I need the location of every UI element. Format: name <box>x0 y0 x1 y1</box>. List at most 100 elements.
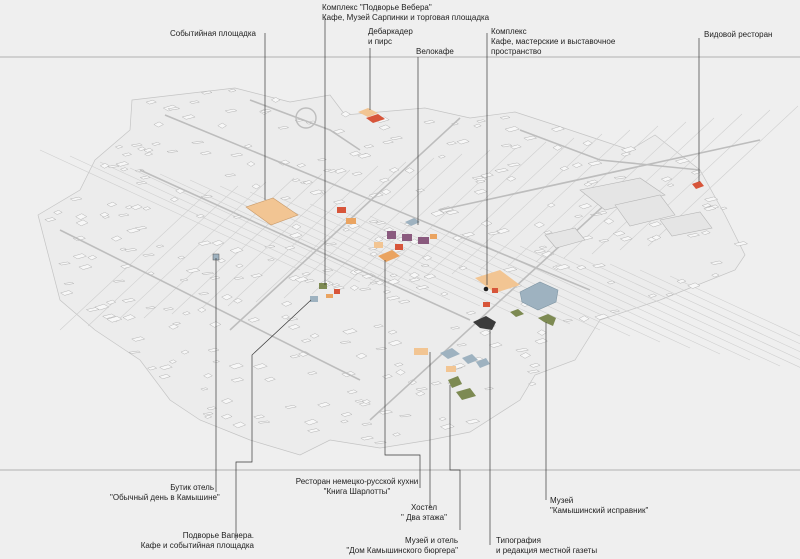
house <box>361 399 371 405</box>
poi-complex-1[interactable] <box>387 231 396 239</box>
poi-wagner-1[interactable] <box>310 296 318 302</box>
street-line <box>591 113 743 255</box>
house <box>75 219 89 227</box>
house <box>280 300 293 307</box>
house <box>475 179 486 184</box>
house <box>502 266 518 273</box>
house <box>75 213 88 220</box>
house <box>224 173 237 177</box>
main-roads <box>59 99 761 421</box>
house <box>351 171 363 176</box>
house <box>309 333 320 339</box>
house <box>445 209 460 215</box>
house <box>540 250 555 258</box>
house <box>388 167 400 173</box>
poi-bike[interactable] <box>405 218 420 226</box>
house <box>209 321 222 328</box>
label-pier-line1: Дебаркадер <box>368 27 413 36</box>
house <box>358 287 372 291</box>
poi-complex-3[interactable] <box>418 237 429 244</box>
house <box>591 263 607 269</box>
poi-dark-dot[interactable] <box>483 286 489 292</box>
poi-view-restaurant[interactable] <box>692 181 704 189</box>
label-wagner-line1: Подворье Вагнера. <box>182 531 254 540</box>
street-line <box>311 153 463 295</box>
poi-wagner-2[interactable] <box>319 283 327 289</box>
street-line <box>39 149 301 271</box>
house <box>500 143 513 148</box>
street-line <box>549 251 800 368</box>
house <box>294 276 309 283</box>
poi-event-area[interactable] <box>245 197 299 226</box>
house <box>552 144 563 151</box>
poi-weber-1[interactable] <box>337 207 346 213</box>
house <box>230 377 245 383</box>
house <box>159 364 173 370</box>
house <box>438 416 447 421</box>
house <box>102 313 117 319</box>
house <box>392 432 402 437</box>
house <box>209 276 221 280</box>
house <box>177 255 186 260</box>
house <box>473 123 482 128</box>
house <box>509 144 522 150</box>
poi-orange-c[interactable] <box>430 234 437 239</box>
poi-complex-2[interactable] <box>402 234 412 241</box>
poi-pier-2[interactable] <box>366 114 385 123</box>
house <box>686 233 701 238</box>
house <box>709 260 724 265</box>
house <box>185 267 201 274</box>
house <box>496 228 511 234</box>
house <box>576 265 587 270</box>
house <box>380 188 392 195</box>
house <box>526 369 541 374</box>
house <box>415 285 430 290</box>
house <box>340 419 349 424</box>
poi-hostel[interactable] <box>414 348 428 355</box>
house <box>648 221 663 228</box>
poi-burgher-1[interactable] <box>448 376 462 388</box>
house <box>422 255 433 261</box>
label-printing-line2: и редакция местной газеты <box>496 546 598 555</box>
poi-red-small[interactable] <box>483 302 490 307</box>
house <box>303 279 316 283</box>
poi-orange-b[interactable] <box>446 366 456 372</box>
poi-burgher-2[interactable] <box>456 388 476 400</box>
poi-complex-5[interactable] <box>374 242 383 248</box>
house <box>247 317 261 323</box>
house <box>216 258 227 264</box>
house <box>573 214 584 219</box>
label-weber-desc: Кафе, Музей Сарпинки и торговая площадка <box>322 13 490 22</box>
street-line <box>159 173 421 295</box>
poi-red-small-2[interactable] <box>492 288 498 293</box>
house <box>506 162 522 167</box>
house <box>203 373 213 379</box>
house <box>430 210 445 217</box>
poi-printing[interactable] <box>473 316 496 330</box>
house <box>136 146 147 152</box>
poi-wagner-4[interactable] <box>326 294 333 298</box>
poi-blue-a[interactable] <box>440 348 460 359</box>
house <box>324 242 338 246</box>
poi-blue-c[interactable] <box>476 358 490 368</box>
poi-charlotte[interactable] <box>378 250 400 262</box>
poi-museum-large[interactable] <box>519 281 559 311</box>
poi-orange-row[interactable] <box>475 270 520 293</box>
label-bike-title: Велокафе <box>416 47 454 56</box>
label-complex-line1: Комплекс <box>491 27 527 36</box>
house <box>415 391 426 397</box>
poi-weber-2[interactable] <box>346 218 356 224</box>
house <box>647 293 658 298</box>
poi-olive-2[interactable] <box>510 309 524 317</box>
house <box>363 144 375 149</box>
house <box>373 440 388 445</box>
house <box>487 231 501 236</box>
poi-wagner-3[interactable] <box>334 289 340 294</box>
poi-pier[interactable] <box>358 108 378 117</box>
poi-ispravnik[interactable] <box>538 314 556 326</box>
poi-complex-4[interactable] <box>395 244 403 250</box>
house <box>603 217 615 225</box>
house <box>179 278 189 282</box>
label-hostel: Хостел " Два этажа" <box>394 503 454 523</box>
poi-blue-b[interactable] <box>462 354 478 364</box>
